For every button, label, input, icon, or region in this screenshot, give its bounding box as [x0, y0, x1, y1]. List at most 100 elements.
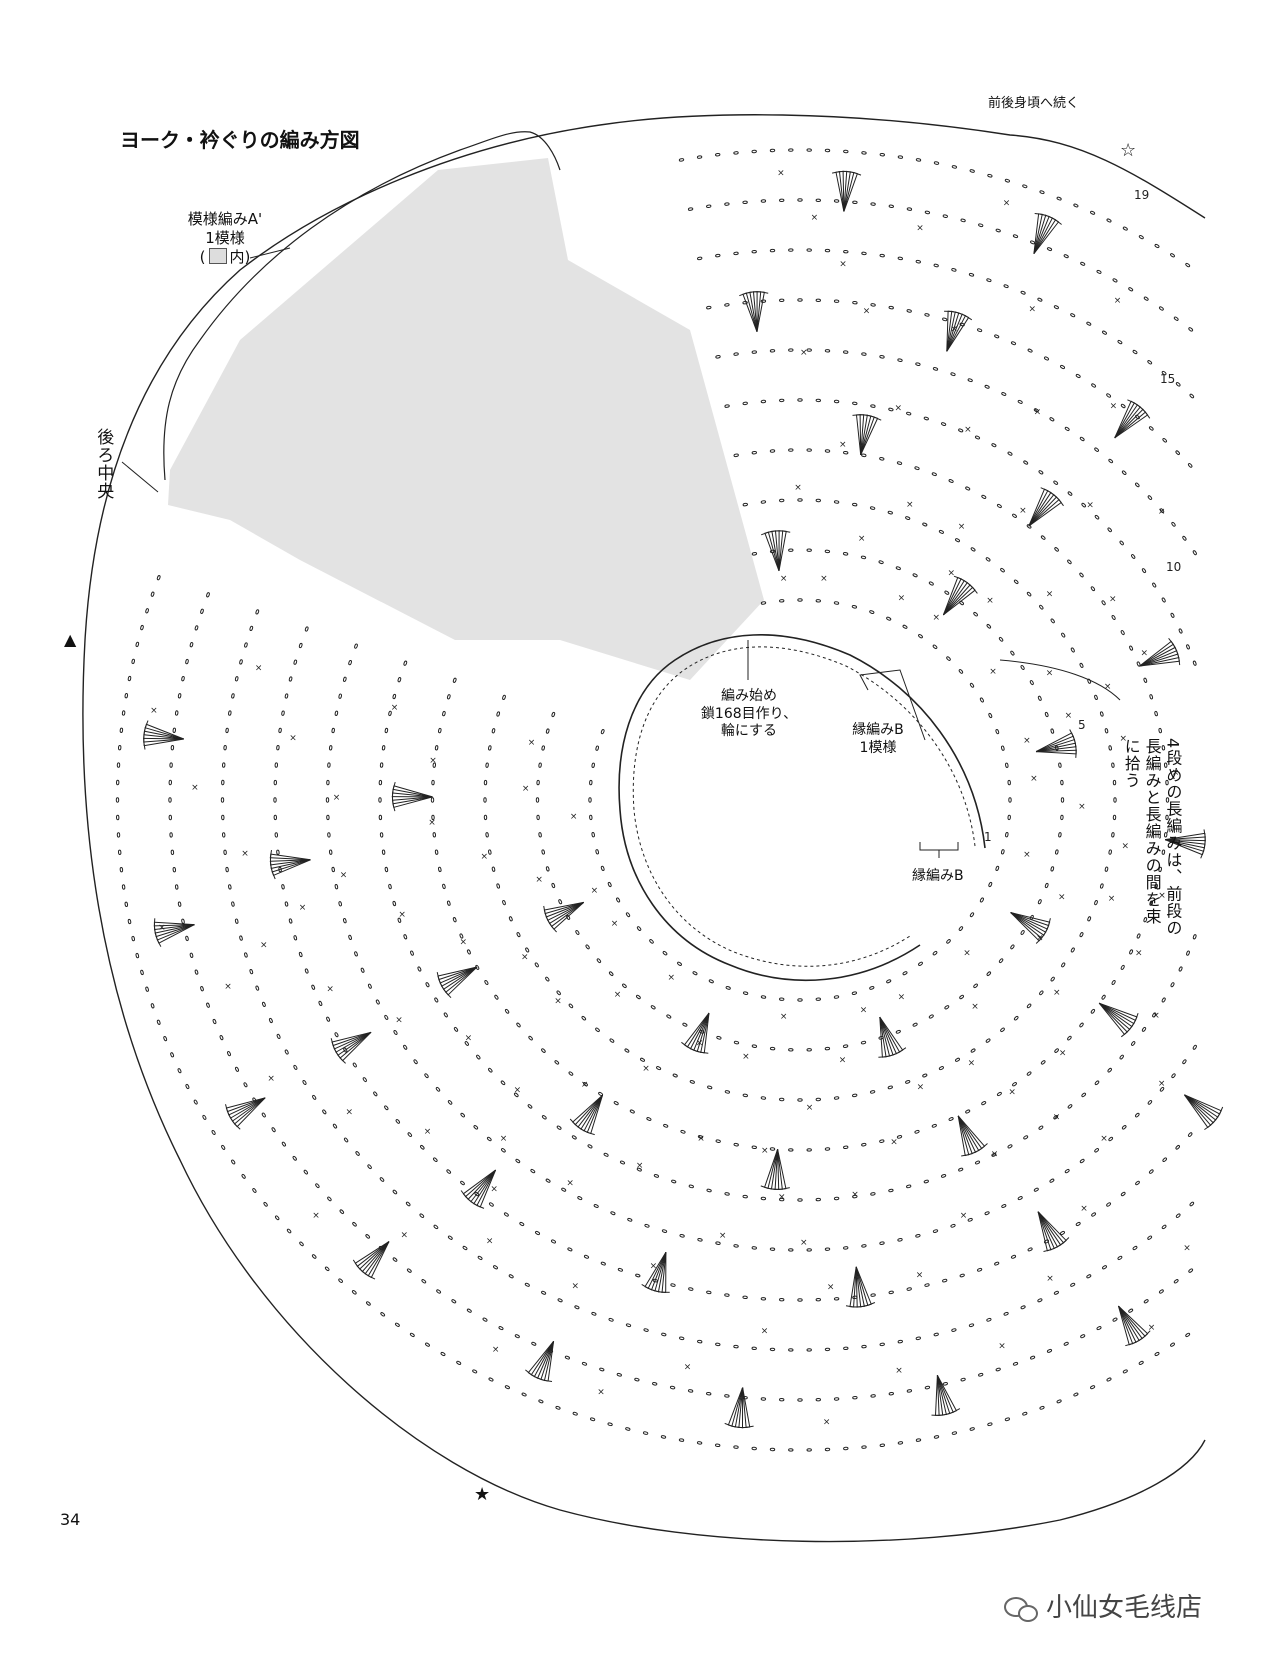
stitch-top	[225, 1104, 229, 1113]
chain-stitch	[462, 1245, 468, 1251]
chain-stitch	[169, 762, 173, 768]
chain-stitch	[498, 1326, 504, 1331]
chain-stitch	[551, 711, 556, 718]
chain-stitch	[981, 1101, 987, 1106]
double-crochet-stitch	[943, 587, 973, 616]
chain-stitch	[211, 1130, 216, 1135]
chain-stitch	[905, 516, 911, 520]
chain-stitch	[234, 918, 239, 924]
single-crochet-stitch: ×	[460, 937, 468, 947]
chain-stitch	[1050, 728, 1055, 734]
chain-stitch	[1007, 814, 1011, 821]
back-center-label: 後ろ中央	[93, 428, 114, 500]
double-crochet-stitch	[1036, 746, 1076, 753]
chain-stitch	[797, 298, 803, 302]
chain-stitch	[1143, 917, 1148, 923]
chain-stitch	[1046, 1349, 1053, 1353]
chain-stitch	[922, 1073, 928, 1078]
chain-stitch	[733, 1142, 739, 1147]
chain-stitch	[384, 866, 389, 873]
double-crochet-stitch	[270, 853, 311, 861]
chain-stitch	[715, 1241, 721, 1245]
chain-stitch	[486, 1136, 492, 1142]
chain-stitch	[1104, 866, 1109, 872]
chain-stitch	[1163, 832, 1168, 838]
chain-stitch	[751, 1246, 757, 1250]
chain-stitch	[304, 626, 309, 632]
chain-stitch	[724, 1394, 730, 1398]
chain-stitch	[788, 1248, 794, 1252]
chain-stitch	[568, 1071, 574, 1076]
chain-stitch	[472, 1369, 478, 1374]
edging-b-repeat-line-1: 縁編みB	[852, 722, 904, 738]
chain-stitch	[177, 901, 182, 907]
chain-stitch	[906, 207, 913, 211]
chain-stitch	[987, 1422, 993, 1427]
chain-stitch	[928, 1014, 934, 1019]
double-crochet-stitch	[228, 1097, 266, 1116]
edging-b-label: 縁編みB	[912, 868, 964, 884]
chain-stitch	[577, 1196, 583, 1201]
chain-stitch	[1173, 1279, 1179, 1284]
chain-stitch	[596, 958, 602, 964]
chain-stitch	[1040, 535, 1046, 540]
chain-stitch	[1186, 950, 1190, 956]
double-crochet-stitch	[590, 1095, 603, 1134]
chain-stitch	[1136, 933, 1141, 939]
stitch-top	[853, 171, 862, 176]
double-crochet-stitch	[1098, 1002, 1130, 1030]
chain-stitch	[733, 1244, 739, 1248]
double-crochet-stitch	[1114, 414, 1148, 439]
chain-stitch	[1107, 1067, 1112, 1073]
chain-stitch	[824, 1046, 831, 1051]
double-crochet-stitch	[547, 901, 584, 921]
chain-stitch	[715, 1342, 721, 1347]
single-crochet-stitch: ×	[289, 733, 297, 743]
double-crochet-stitch	[1098, 1002, 1134, 1024]
chain-stitch	[545, 728, 550, 734]
chain-stitch	[697, 256, 703, 261]
double-crochet-stitch	[856, 414, 862, 455]
single-crochet-stitch: ×	[851, 1190, 859, 1200]
chain-stitch	[392, 1257, 398, 1262]
chain-stitch	[967, 1217, 973, 1222]
chain-stitch	[1158, 1289, 1164, 1294]
chain-stitch	[1102, 1265, 1107, 1270]
chain-stitch	[1046, 247, 1053, 251]
chain-stitch	[797, 1198, 803, 1202]
chain-stitch	[769, 349, 776, 353]
double-crochet-stitch	[946, 317, 969, 352]
chain-stitch	[1081, 502, 1087, 508]
chain-stitch	[485, 762, 489, 768]
chain-stitch	[1159, 508, 1165, 514]
chain-stitch	[950, 372, 956, 377]
double-crochet-stitch	[370, 1241, 390, 1278]
chain-stitch	[1063, 254, 1069, 259]
double-crochet-stitch	[155, 924, 195, 934]
double-crochet-stitch	[227, 1097, 266, 1112]
chain-stitch	[419, 1213, 425, 1218]
chain-stitch	[833, 601, 840, 605]
chain-stitch	[806, 1148, 812, 1152]
chain-stitch	[1053, 480, 1059, 485]
chain-stitch	[403, 1044, 408, 1050]
double-crochet-stitch	[1165, 832, 1205, 841]
chain-stitch	[298, 642, 303, 649]
chain-stitch	[243, 1082, 248, 1088]
stitch-top	[972, 586, 978, 594]
chain-stitch	[1112, 278, 1118, 283]
chain-stitch	[1185, 1332, 1191, 1337]
stitch-top	[760, 291, 769, 294]
chain-stitch	[906, 411, 912, 416]
single-crochet-stitch: ×	[916, 1270, 924, 1280]
chain-stitch	[824, 1147, 831, 1151]
double-crochet-stitch	[473, 1169, 497, 1204]
chain-stitch	[797, 598, 803, 602]
double-crochet-stitch	[364, 1241, 390, 1274]
chain-stitch	[1087, 916, 1092, 922]
chain-stitch	[483, 797, 487, 803]
chain-stitch	[334, 884, 339, 890]
single-crochet-stitch: ×	[1148, 1323, 1156, 1333]
single-crochet-stitch: ×	[916, 224, 924, 234]
chain-stitch	[115, 797, 120, 803]
